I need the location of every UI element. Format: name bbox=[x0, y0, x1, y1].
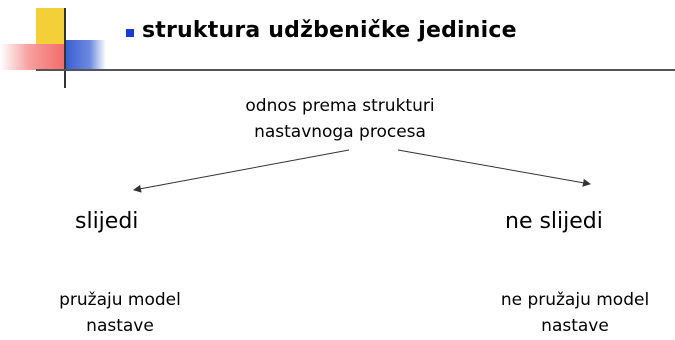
diagram-node-right: ne slijedi bbox=[505, 209, 603, 234]
title-underline-rule bbox=[36, 69, 675, 71]
diagram-root-node: odnos prema strukturi nastavnoga procesa bbox=[230, 93, 450, 145]
decor-vertical-line bbox=[64, 8, 66, 88]
root-line-2: nastavnoga procesa bbox=[254, 122, 426, 142]
leaf-right-line-1: ne pružaju model bbox=[500, 290, 650, 310]
diagram-node-left: slijedi bbox=[75, 209, 139, 234]
diagram-leaf-left: pružaju model nastave bbox=[30, 287, 210, 339]
diagram-leaf-right: ne pružaju model nastave bbox=[470, 287, 675, 339]
leaf-left-line-2: nastave bbox=[86, 316, 154, 336]
decor-red-block bbox=[0, 44, 64, 70]
arrow-to-left bbox=[133, 149, 350, 193]
decor-yellow-block bbox=[36, 8, 64, 44]
leaf-left-line-1: pružaju model bbox=[59, 290, 181, 310]
square-bullet-icon bbox=[126, 29, 134, 37]
slide-title: struktura udžbeničke jedinice bbox=[142, 17, 517, 43]
decor-blue-block bbox=[66, 40, 106, 70]
root-line-1: odnos prema strukturi bbox=[245, 96, 435, 116]
slide-title-bar: struktura udžbeničke jedinice bbox=[126, 8, 517, 52]
leaf-right-line-2: nastave bbox=[541, 316, 609, 336]
arrow-to-right bbox=[397, 149, 591, 187]
